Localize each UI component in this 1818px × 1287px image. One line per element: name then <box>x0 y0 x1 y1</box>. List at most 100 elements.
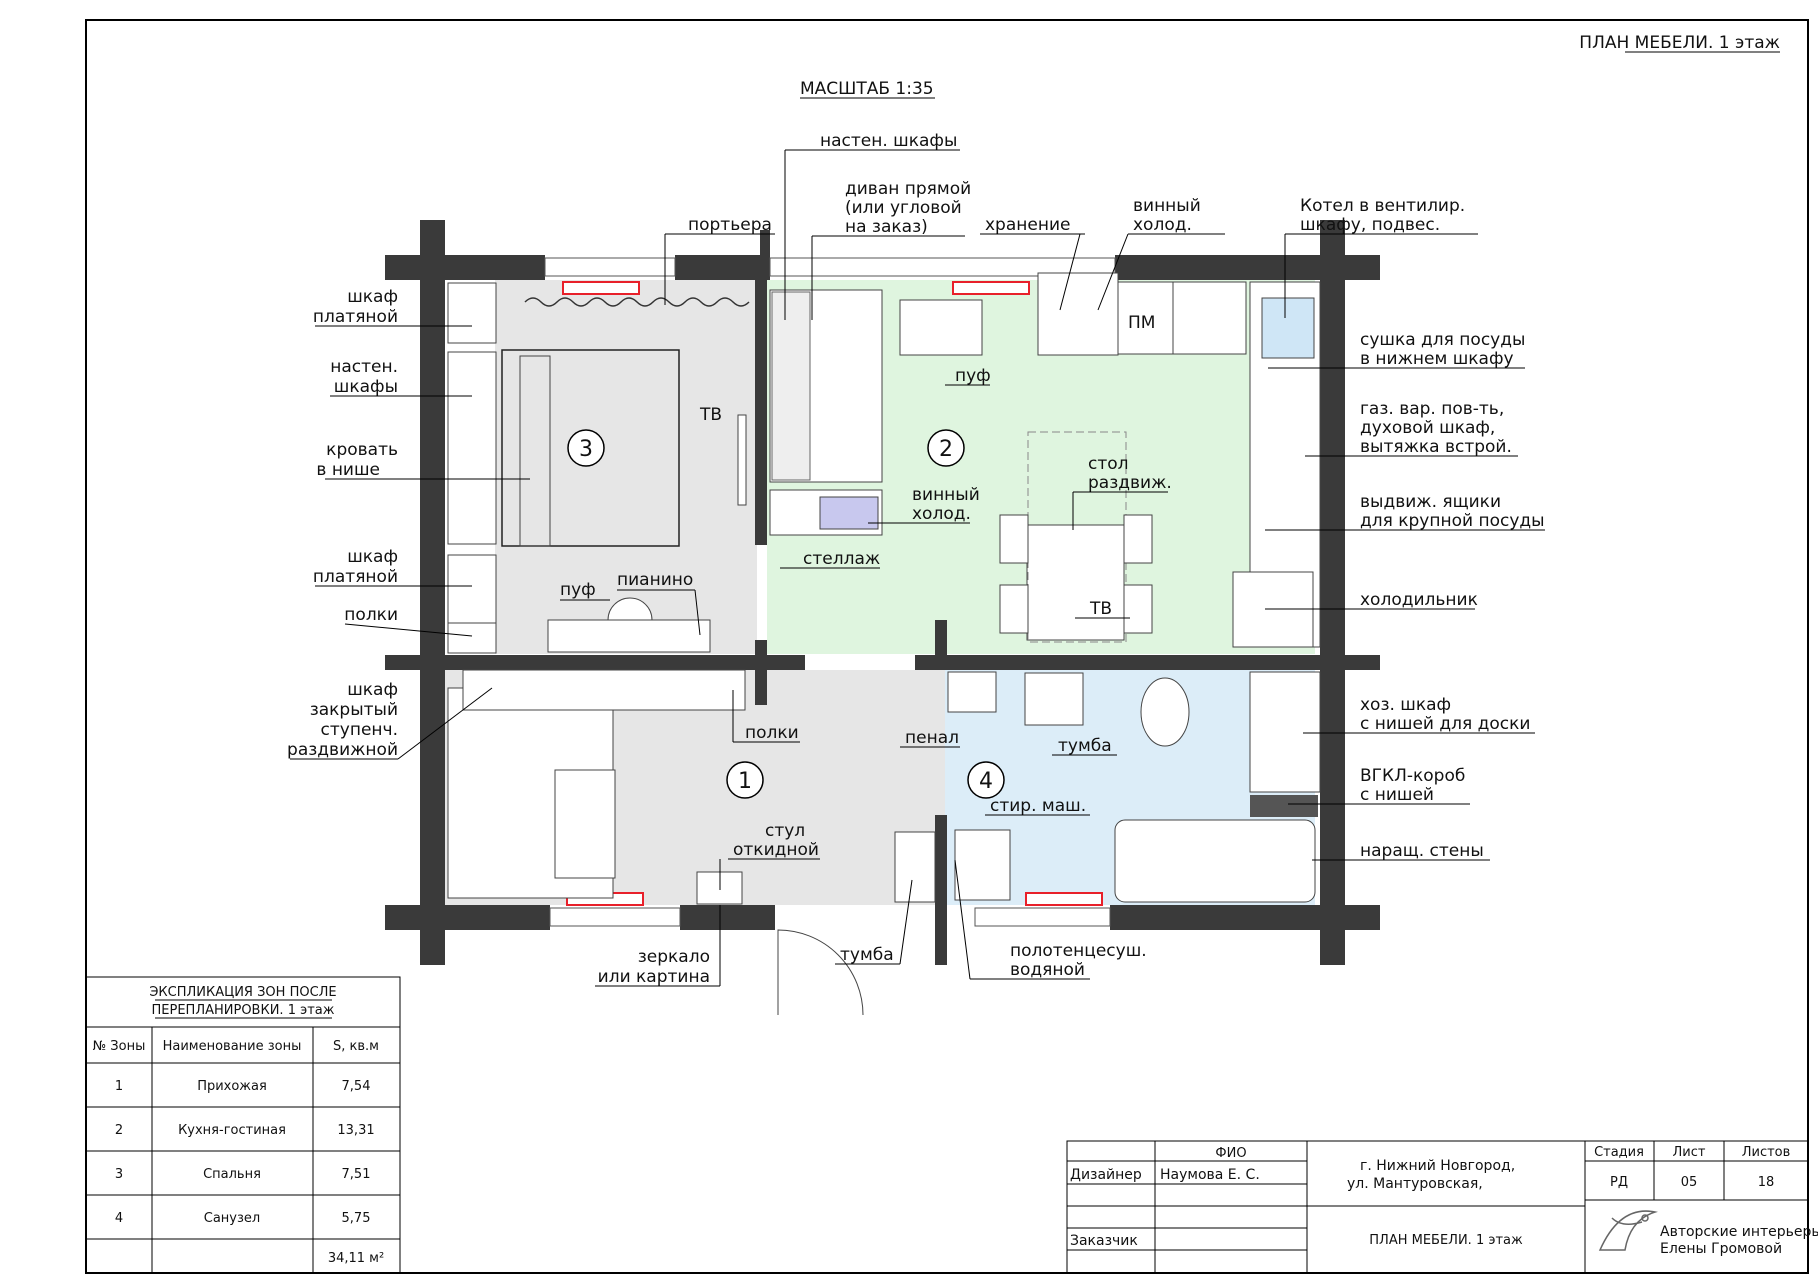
svg-text:портьера: портьера <box>688 215 772 235</box>
storage-cabinet <box>1037 272 1119 356</box>
svg-text:ул. Мантуровская,: ул. Мантуровская, <box>1347 1176 1483 1192</box>
svg-text:с нишей для доски: с нишей для доски <box>1360 714 1530 734</box>
washer <box>954 829 1011 901</box>
radiators <box>562 281 1103 906</box>
svg-text:Котел в вентилир.: Котел в вентилир. <box>1300 196 1465 216</box>
svg-text:шкафу, подвес.: шкафу, подвес. <box>1300 215 1440 235</box>
svg-text:полки: полки <box>344 605 398 625</box>
shelves-bedroom <box>447 622 497 654</box>
utility-cabinet <box>1249 671 1321 793</box>
svg-text:пенал: пенал <box>905 728 959 748</box>
svg-text:пуф: пуф <box>955 366 991 386</box>
svg-text:настен. шкафы: настен. шкафы <box>820 131 957 151</box>
svg-text:4: 4 <box>979 769 993 794</box>
svg-text:наращ. стены: наращ. стены <box>1360 841 1484 861</box>
svg-text:Стадия: Стадия <box>1594 1145 1644 1160</box>
toilet <box>1140 677 1190 747</box>
svg-text:Лист: Лист <box>1673 1145 1706 1160</box>
svg-text:пуф: пуф <box>560 580 596 600</box>
wall-cabinets <box>447 351 497 545</box>
svg-text:S, кв.м: S, кв.м <box>333 1039 379 1054</box>
svg-text:ТВ: ТВ <box>1089 599 1112 619</box>
svg-text:холод.: холод. <box>1133 215 1192 235</box>
sink-unit <box>1172 281 1247 355</box>
svg-text:13,31: 13,31 <box>337 1123 374 1138</box>
svg-text:Заказчик: Заказчик <box>1070 1233 1138 1249</box>
svg-text:тумба: тумба <box>840 945 894 965</box>
pm-label: ПМ <box>1128 313 1155 333</box>
svg-text:шкаф: шкаф <box>347 680 398 700</box>
svg-text:Наименование зоны: Наименование зоны <box>163 1039 302 1054</box>
svg-text:ТВ: ТВ <box>699 405 722 425</box>
svg-text:стул: стул <box>765 821 805 841</box>
svg-text:ВГКЛ-короб: ВГКЛ-короб <box>1360 766 1465 786</box>
svg-text:шкафы: шкафы <box>334 377 398 397</box>
svg-text:Дизайнер: Дизайнер <box>1070 1167 1142 1183</box>
svg-text:откидной: откидной <box>733 840 819 860</box>
svg-text:РД: РД <box>1610 1175 1628 1190</box>
svg-text:2: 2 <box>939 437 953 462</box>
explication-text: ЭКСПЛИКАЦИЯ ЗОН ПОСЛЕ ПЕРЕПЛАНИРОВКИ. 1 … <box>93 985 385 1266</box>
svg-text:Спальня: Спальня <box>203 1167 261 1182</box>
svg-text:полотенцесуш.: полотенцесуш. <box>1010 941 1147 961</box>
hall-shelves <box>462 669 746 711</box>
svg-text:винный: винный <box>912 485 980 505</box>
svg-text:шкаф: шкаф <box>347 287 398 307</box>
chairs <box>999 514 1153 634</box>
svg-text:раздвижной: раздвижной <box>287 740 398 760</box>
svg-text:кровать: кровать <box>326 440 398 460</box>
svg-text:ФИО: ФИО <box>1215 1146 1246 1161</box>
svg-text:или картина: или картина <box>598 967 710 987</box>
svg-text:хранение: хранение <box>985 215 1070 235</box>
svg-text:хоз. шкаф: хоз. шкаф <box>1360 695 1451 715</box>
bottom-labels: зеркало или картина тумба полотенцесуш. … <box>595 859 1147 987</box>
svg-text:полки: полки <box>745 723 799 743</box>
piano <box>547 619 711 653</box>
left-labels: шкаф платяной настен. шкафы кровать в ни… <box>287 287 530 760</box>
portiere <box>524 297 750 307</box>
vanity-hall <box>894 831 936 903</box>
svg-text:выдвиж. ящики: выдвиж. ящики <box>1360 492 1501 512</box>
svg-text:шкаф: шкаф <box>347 547 398 567</box>
svg-text:Кухня-гостиная: Кухня-гостиная <box>178 1123 286 1138</box>
right-labels: сушка для посуды в нижнем шкафу газ. вар… <box>1265 330 1545 861</box>
svg-text:05: 05 <box>1681 1175 1698 1190</box>
pouf-living <box>899 299 983 356</box>
svg-text:5,75: 5,75 <box>342 1211 371 1226</box>
vanity-bath <box>1024 672 1084 726</box>
svg-text:7,54: 7,54 <box>342 1079 371 1094</box>
svg-text:Санузел: Санузел <box>204 1211 260 1226</box>
svg-text:платяной: платяной <box>313 567 398 587</box>
svg-text:ПЕРЕПЛАНИРОВКИ. 1 этаж: ПЕРЕПЛАНИРОВКИ. 1 этаж <box>152 1003 335 1018</box>
svg-text:№ Зоны: № Зоны <box>93 1039 146 1054</box>
svg-text:стеллаж: стеллаж <box>803 549 880 569</box>
wardrobe-top <box>447 282 497 344</box>
walls <box>385 220 1380 965</box>
svg-text:духовой шкаф,: духовой шкаф, <box>1360 418 1495 438</box>
svg-text:холод.: холод. <box>912 504 971 524</box>
svg-text:раздвиж.: раздвиж. <box>1088 473 1172 493</box>
svg-text:1: 1 <box>738 769 752 794</box>
title-block <box>1066 1140 1809 1274</box>
wardrobe-bottom <box>447 554 497 624</box>
svg-text:Наумова Е. С.: Наумова Е. С. <box>1160 1167 1260 1183</box>
svg-text:18: 18 <box>1758 1175 1775 1190</box>
title-block-text: ФИО Дизайнер Наумова Е. С. Заказчик г. Н… <box>1070 1145 1818 1257</box>
svg-text:в нише: в нише <box>316 460 380 480</box>
svg-text:(или угловой: (или угловой <box>845 198 962 218</box>
svg-text:диван прямой: диван прямой <box>845 179 971 199</box>
svg-text:на заказ): на заказ) <box>845 217 928 237</box>
explication-table <box>85 976 401 1274</box>
svg-text:винный: винный <box>1133 196 1201 216</box>
wine-fridge-mid <box>819 496 879 530</box>
boiler <box>1261 297 1315 359</box>
entrance-door <box>777 929 864 1016</box>
logo-text-2: Елены Громовой <box>1660 1241 1782 1257</box>
pouf-bedroom <box>607 597 653 621</box>
svg-text:платяной: платяной <box>313 307 398 327</box>
svg-text:тумба: тумба <box>1058 736 1112 756</box>
svg-text:для крупной посуды: для крупной посуды <box>1360 511 1545 531</box>
svg-text:4: 4 <box>115 1211 123 1226</box>
